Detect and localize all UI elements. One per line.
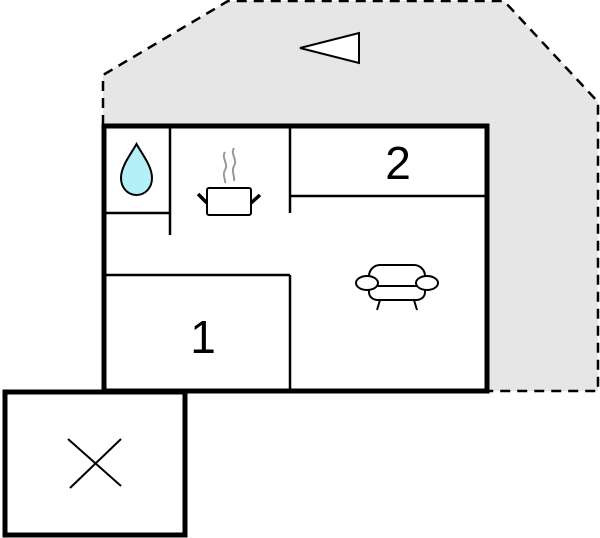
cooking-pot-icon bbox=[196, 147, 262, 216]
cross-icon bbox=[67, 438, 122, 489]
north-arrow-icon bbox=[299, 31, 360, 65]
terrace-area bbox=[101, 0, 600, 393]
room-label-2: 2 bbox=[385, 137, 411, 189]
annex-building bbox=[2, 386, 188, 538]
main-building bbox=[101, 123, 490, 394]
sofa-icon bbox=[355, 264, 439, 311]
water-drop-icon bbox=[119, 141, 154, 197]
room-label-1: 1 bbox=[190, 311, 216, 363]
